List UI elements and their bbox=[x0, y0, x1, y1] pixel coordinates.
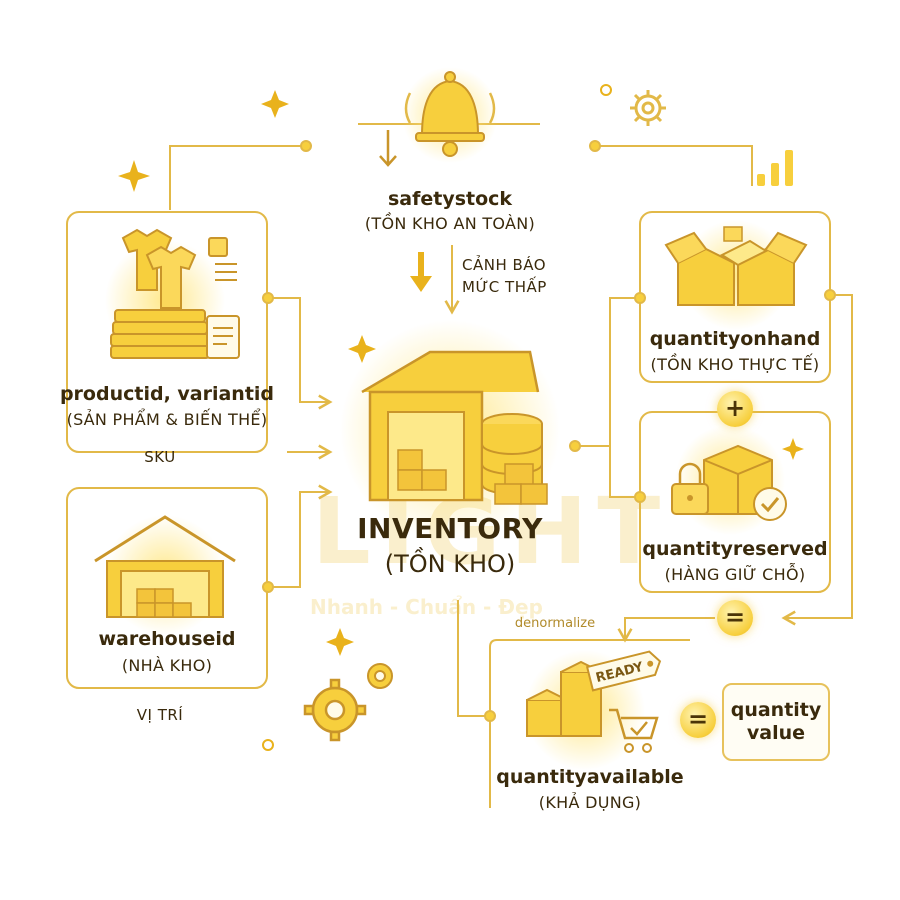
gear-large-icon bbox=[303, 678, 367, 742]
quantity-value-line-1: quantity bbox=[730, 699, 822, 722]
warehouse-tag: VỊ TRÍ bbox=[136, 706, 184, 724]
shirts-icon bbox=[105, 228, 240, 360]
gear-icon bbox=[630, 90, 666, 126]
down-arrow-icon bbox=[379, 130, 397, 167]
down-alert-arrow-icon bbox=[410, 252, 432, 292]
plus-operator: + bbox=[717, 391, 753, 427]
product-label: (SẢN PHẨM & BIẾN THỂ) bbox=[66, 410, 268, 429]
equals-operator: = bbox=[717, 600, 753, 636]
product-name: productid, variantid bbox=[59, 383, 275, 405]
safetystock-label: (TỒN KHO AN TOÀN) bbox=[364, 214, 536, 233]
inventory-subtitle: (TỒN KHO) bbox=[384, 550, 516, 578]
alert-line-1: CẢNH BÁO bbox=[462, 256, 547, 274]
gear-small-icon bbox=[367, 663, 393, 689]
warehouse-label: (NHÀ KHO) bbox=[121, 656, 213, 675]
denormalize-label: denormalize bbox=[514, 616, 596, 631]
onhand-name: quantityonhand bbox=[649, 328, 821, 350]
bell-icon bbox=[402, 67, 498, 163]
equals-operator-2: = bbox=[680, 702, 716, 738]
reserved-label: (HÀNG GIỮ CHỖ) bbox=[664, 565, 806, 584]
inventory-title: INVENTORY bbox=[357, 512, 543, 545]
available-name: quantityavailable bbox=[496, 766, 684, 788]
watermark-slogan: Nhanh - Chuẩn - Đẹp bbox=[310, 595, 543, 619]
open-boxes-icon bbox=[664, 220, 808, 330]
alert-line-2: MỨC THẤP bbox=[462, 278, 547, 296]
sparkle-icons bbox=[118, 84, 804, 751]
connector-lines bbox=[66, 123, 853, 808]
available-label: (KHẢ DỤNG) bbox=[538, 793, 642, 812]
warehouse-small-icon bbox=[94, 515, 236, 635]
quantity-value-box: quantity value bbox=[722, 683, 830, 761]
safetystock-name: safetystock bbox=[387, 188, 513, 210]
connector-dots bbox=[262, 140, 836, 722]
onhand-label: (TỒN KHO THỰC TẾ) bbox=[650, 355, 820, 374]
quantity-value-line-2: value bbox=[746, 722, 806, 744]
inventory-warehouse-icon bbox=[340, 320, 560, 540]
product-tag: SKU bbox=[144, 448, 176, 466]
reserved-name: quantityreserved bbox=[642, 538, 828, 560]
bar-chart-icon bbox=[757, 150, 793, 186]
ready-tag-icon: READY bbox=[585, 650, 662, 692]
lock-box-icon bbox=[671, 425, 787, 535]
warehouse-name: warehouseid bbox=[98, 628, 236, 650]
